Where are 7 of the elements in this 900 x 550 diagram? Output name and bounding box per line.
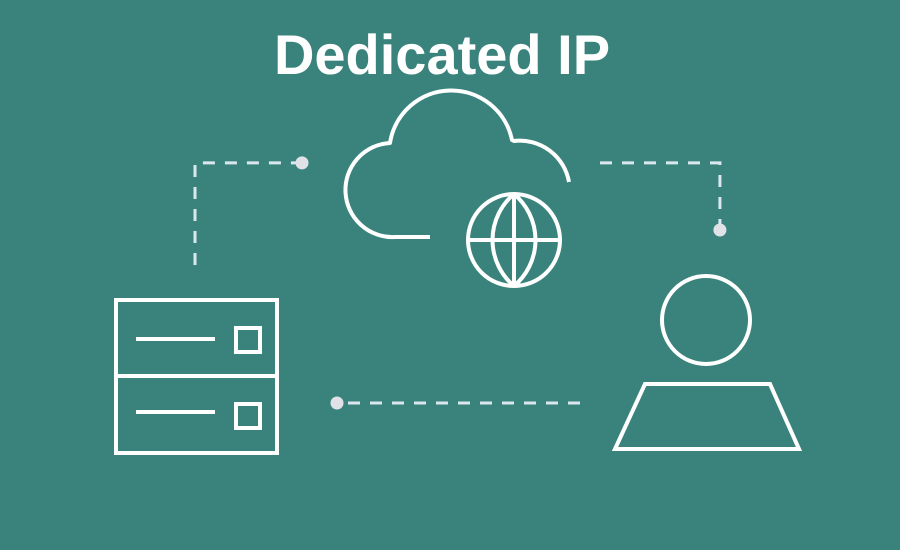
- dashed-connector: [600, 161, 726, 236]
- person-illustration: [612, 273, 802, 451]
- dashed-connector: [194, 156, 308, 265]
- cloud-globe-illustration: [345, 86, 572, 290]
- server-illustration: [114, 298, 279, 455]
- title: Dedicated IP: [274, 24, 610, 86]
- dashed-connector: [330, 396, 580, 410]
